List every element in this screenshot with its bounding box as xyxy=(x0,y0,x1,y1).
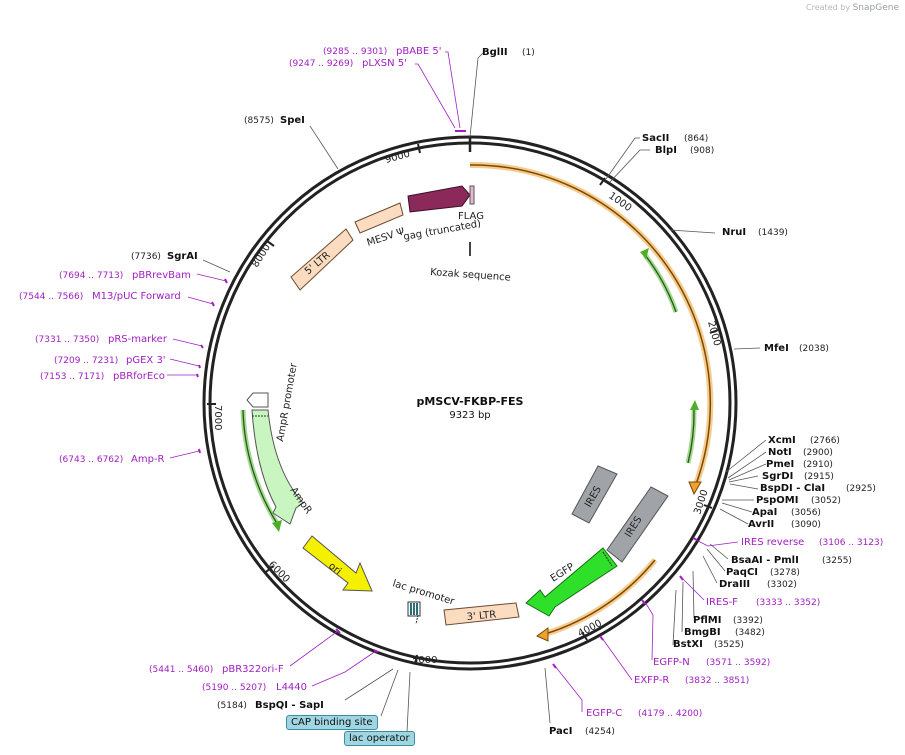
orf-arc-green-upper xyxy=(643,253,679,313)
feature-3-ltr[interactable] xyxy=(443,602,520,626)
credit-prefix: Created by xyxy=(806,3,851,12)
feature-cap-binding-site[interactable]: CAP binding site xyxy=(286,715,378,730)
feature-5-ltr[interactable] xyxy=(290,228,354,291)
feature-mesv-psi[interactable] xyxy=(354,202,404,234)
plasmid-size: 9323 bp xyxy=(449,410,490,421)
feature-ires-2[interactable] xyxy=(606,486,669,563)
snapgene-credit: Created by SnapGene xyxy=(806,3,899,13)
tick-labels: 1000 2000 3000 4000 5000 6000 7000 8000 … xyxy=(212,149,722,666)
snapgene-logo: SnapGene xyxy=(852,3,899,13)
orf-arc-orange xyxy=(469,161,714,489)
tick-label-2000: 2000 xyxy=(705,320,722,347)
tick-label-5000: 5000 xyxy=(412,655,437,666)
feature-ori[interactable] xyxy=(302,535,373,592)
label-gag: gag (truncated) xyxy=(403,218,482,242)
scale-ticks xyxy=(207,137,719,665)
feature-flag[interactable] xyxy=(469,185,475,205)
feature-ires-1[interactable] xyxy=(571,465,618,524)
label-lac-promoter: lac promoter xyxy=(391,578,456,607)
label-ampr-promoter: AmpR promoter xyxy=(275,361,300,442)
feature-egfp[interactable] xyxy=(525,547,618,617)
tick-label-7000: 7000 xyxy=(212,405,223,430)
label-kozak: Kozak sequence xyxy=(430,267,511,284)
feature-gag[interactable] xyxy=(407,185,471,213)
primer-leaders xyxy=(167,51,739,712)
plasmid-name: pMSCV-FKBP-FES xyxy=(417,395,524,408)
feature-ampr-promoter[interactable] xyxy=(246,392,269,408)
orf-arrow-orange xyxy=(688,481,702,496)
label-flag: FLAG xyxy=(458,211,484,222)
feature-lac-operator[interactable]: lac operator xyxy=(344,731,415,746)
label-3-ltr: 3' LTR xyxy=(466,609,496,623)
enzyme-leaders xyxy=(202,51,767,724)
feature-ampr[interactable] xyxy=(251,409,304,525)
label-mesv-psi: MESV Ψ xyxy=(366,226,407,249)
